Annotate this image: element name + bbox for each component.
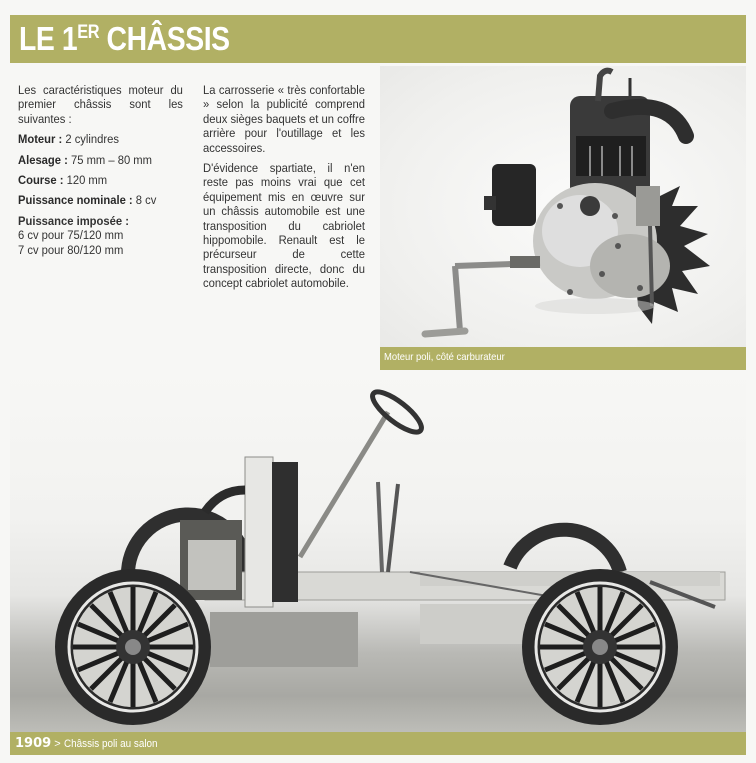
spec-label: Moteur :	[18, 132, 63, 147]
spec-stroke: Course : 120 mm	[18, 173, 171, 187]
front-wheel-graphic	[55, 569, 211, 725]
body-paragraph: D'évidence spartiate, il n'en reste pas …	[203, 161, 365, 291]
caption-year: 1909	[15, 736, 52, 751]
spec-value: 7 cv pour 80/120 mm	[18, 242, 124, 257]
title-banner: LE 1ER CHÂSSIS	[10, 15, 746, 63]
caption-separator: >	[54, 738, 61, 750]
engine-illustration	[421, 67, 710, 338]
title-suffix: CHÂSSIS	[99, 20, 231, 57]
title-prefix: LE 1	[19, 20, 78, 57]
body-paragraph: La carrosserie « très confortable » selo…	[203, 83, 365, 155]
specs-intro: Les caractéristiques moteur du premier c…	[18, 83, 183, 126]
engine-caption: Moteur poli, côté carburateur	[384, 351, 505, 363]
spec-label: Puissance nominale :	[18, 193, 133, 208]
spec-value: 2 cylindres	[62, 132, 119, 147]
chassis-photo	[10, 372, 746, 732]
spec-engine: Moteur : 2 cylindres	[18, 132, 171, 146]
caption-description: Châssis poli au salon	[63, 738, 158, 750]
page-title: LE 1ER CHÂSSIS	[19, 20, 230, 58]
body-text-column: La carrosserie « très confortable » selo…	[203, 83, 366, 297]
chassis-illustration	[55, 389, 726, 725]
chassis-caption: 1909>Châssis poli au salon	[15, 736, 168, 751]
spec-label: Alesage :	[18, 152, 68, 167]
spec-bore: Alesage : 75 mm – 80 mm	[18, 153, 171, 167]
spec-label: Puissance imposée :	[18, 213, 129, 228]
engine-caption-bar: Moteur poli, côté carburateur	[380, 347, 746, 370]
spec-imposed-power: Puissance imposée : 6 cv pour 75/120 mm …	[18, 214, 171, 257]
spec-value: 8 cv	[132, 193, 157, 208]
spec-value: 75 mm – 80 mm	[67, 152, 152, 167]
spec-value: 6 cv pour 75/120 mm	[18, 228, 124, 243]
spec-label: Course :	[18, 173, 64, 188]
title-superscript: ER	[77, 22, 100, 43]
engine-photo	[380, 66, 746, 347]
rear-wheel-graphic	[522, 569, 678, 725]
specs-column: Les caractéristiques moteur du premier c…	[18, 83, 184, 257]
chassis-caption-bar: 1909>Châssis poli au salon	[10, 732, 746, 755]
spec-value: 120 mm	[63, 173, 108, 188]
spec-nominal-power: Puissance nominale : 8 cv	[18, 193, 171, 207]
